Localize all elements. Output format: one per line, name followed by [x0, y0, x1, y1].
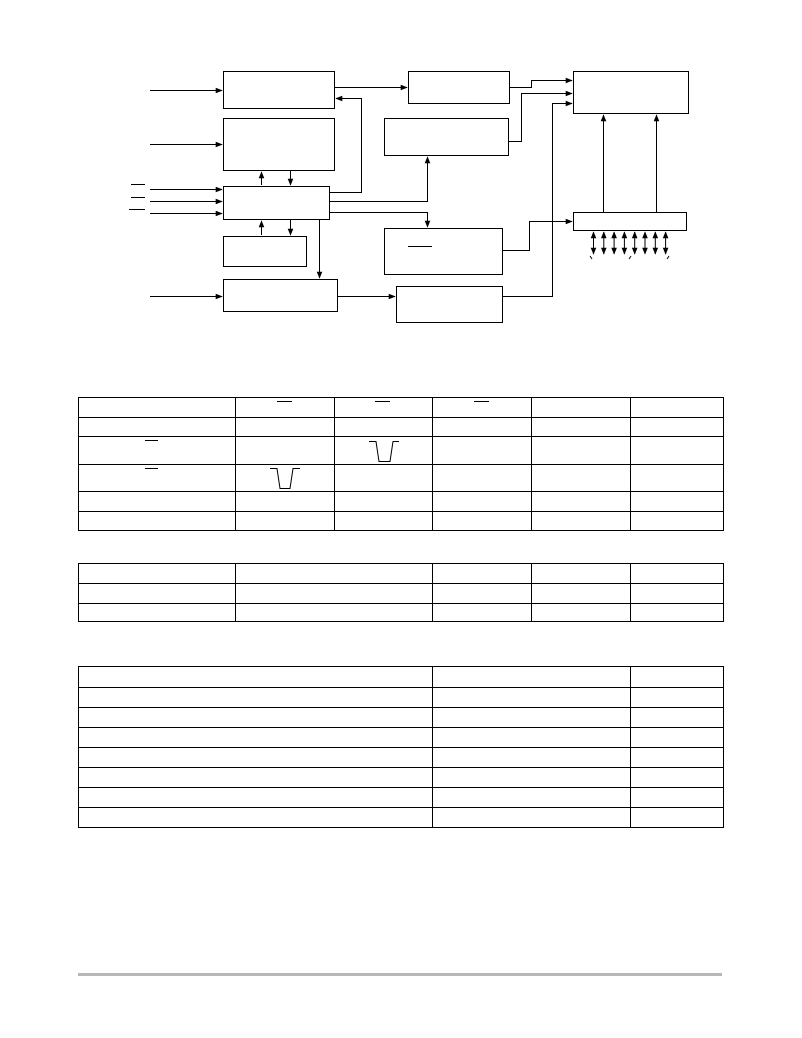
block-output-register	[573, 71, 689, 114]
block-upper-middle	[384, 118, 509, 156]
io-lines	[590, 231, 669, 255]
truth-table	[78, 397, 724, 531]
block-control	[223, 186, 330, 220]
block-top-left	[223, 71, 335, 109]
io-tick-3	[666, 255, 670, 260]
block-bottom-left	[223, 279, 338, 312]
block-small-left	[223, 236, 307, 267]
pulse-symbol	[369, 441, 399, 462]
connector-8	[330, 156, 431, 202]
block-upper-left	[223, 118, 335, 171]
connector-11	[510, 77, 573, 88]
pulse-symbol	[270, 468, 300, 489]
block-lower-middle	[384, 228, 503, 275]
ratings-table	[78, 666, 724, 828]
footer-rule	[78, 973, 722, 976]
connector-12	[509, 90, 573, 142]
small-table	[78, 563, 724, 622]
io-tick-1	[589, 255, 593, 260]
io-tick-marks	[589, 255, 670, 260]
block-io-buffer	[573, 212, 687, 231]
io-tick-2	[628, 255, 632, 260]
small-table-border	[78, 563, 724, 622]
connector-14	[503, 218, 573, 251]
connector-9	[330, 212, 431, 228]
connector-2	[330, 95, 362, 193]
connector-13	[503, 100, 573, 297]
block-top-middle	[408, 71, 510, 104]
block-bottom-middle	[396, 286, 503, 323]
